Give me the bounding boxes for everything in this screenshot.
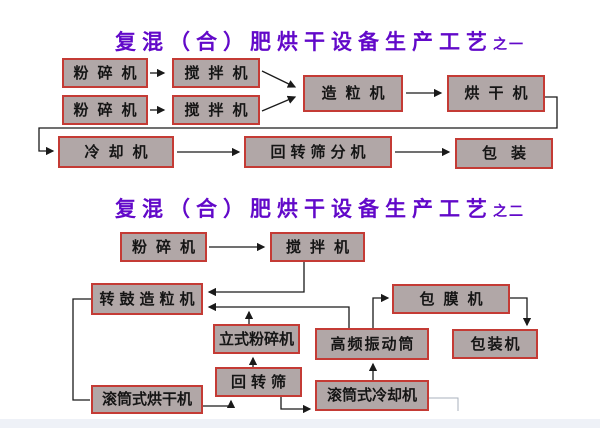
chart2-title-suffix: 之二: [493, 204, 525, 220]
node-c2-mixer: 搅拌机: [270, 232, 365, 262]
arrow-c1-mixer-b-to-granulator: [261, 95, 297, 112]
line-c2-cooler-faint-stub: [429, 397, 459, 411]
node-c1-dryer: 烘干机: [447, 75, 545, 112]
arrow-c2-vibrating-drum-to-coating-machine: [372, 293, 390, 328]
node-c2-hf-vibrating-drum: 高频振动筒: [315, 328, 429, 360]
node-c1-packing: 包装: [455, 138, 553, 169]
chart2-title-main: 复混（合）肥烘干设备生产工艺: [115, 197, 493, 221]
chart2-title: 复混（合）肥烘干设备生产工艺之二: [20, 193, 600, 223]
arrow-c2-rotary-screen-to-drum-cooler: [280, 397, 312, 414]
node-c1-crusher-b: 粉碎机: [62, 95, 148, 125]
node-c2-coating-machine: 包膜机: [392, 284, 510, 314]
node-c1-rotary-screen-classifier: 回转筛分机: [244, 136, 392, 168]
chart1-title-suffix: 之一: [493, 37, 525, 53]
bottom-margin-band: [0, 419, 600, 428]
line-c2-drum-granulator-to-drum-dryer: [72, 298, 91, 401]
arrow-c2-coating-machine-to-packing-machine: [510, 297, 532, 327]
arrow-c2-drum-dryer-to-rotary-screen: [203, 399, 236, 409]
node-c2-vertical-crusher: 立式粉碎机: [213, 324, 300, 354]
chart1-title-main: 复混（合）肥烘干设备生产工艺: [115, 30, 493, 54]
node-c2-packing-machine: 包装机: [452, 329, 538, 359]
arrow-c2-mixer-to-drum-granulator: [207, 262, 305, 297]
node-c2-drum-cooler: 滚筒式冷却机: [315, 380, 429, 411]
node-c2-rotary-screen: 回转筛: [215, 367, 302, 397]
node-c2-drum-dryer: 滚筒式烘干机: [91, 385, 203, 414]
arrow-c1-mixer-a-to-granulator: [261, 70, 297, 88]
chart1-title: 复混（合）肥烘干设备生产工艺之一: [20, 26, 600, 56]
node-c1-crusher-a: 粉碎机: [62, 58, 148, 88]
node-c2-crusher: 粉碎机: [120, 232, 207, 262]
node-c2-drum-granulator: 转鼓造粒机: [91, 283, 203, 315]
node-c1-cooler: 冷却机: [58, 136, 174, 168]
node-c1-mixer-a: 搅拌机: [172, 58, 260, 88]
node-c1-granulator: 造粒机: [303, 75, 403, 112]
node-c1-mixer-b: 搅拌机: [172, 95, 260, 125]
